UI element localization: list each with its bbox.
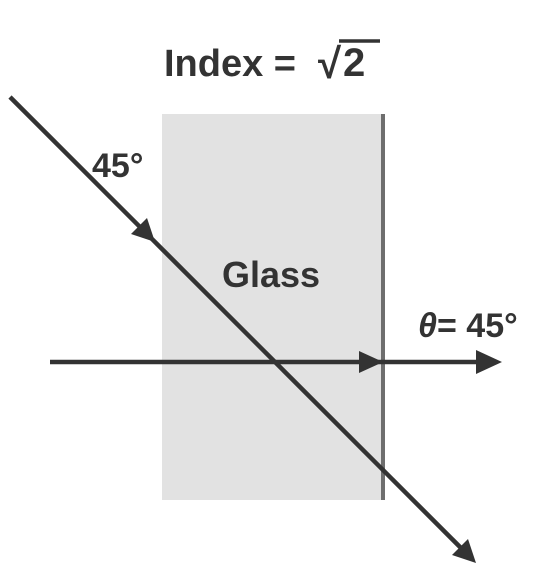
index-title: Index = √ 2 (164, 39, 380, 87)
glass-slab (162, 114, 384, 500)
index-value: 2 (343, 41, 365, 85)
sqrt-symbol: √ (318, 40, 342, 87)
glass-right-edge (381, 114, 385, 500)
incident-ray-arrowhead (131, 218, 155, 242)
theta-value: = 45° (437, 307, 518, 345)
theta-symbol: θ (418, 307, 437, 345)
index-title-prefix: Index = (164, 43, 296, 85)
glass-label: Glass (222, 254, 320, 295)
horizontal-ray-arrowhead-end (476, 350, 502, 374)
incident-angle-label: 45° (92, 147, 143, 185)
horizontal-ray-arrowhead-mid (359, 351, 383, 373)
incident-ray (8, 95, 468, 555)
exit-ray-arrowhead (452, 539, 476, 563)
